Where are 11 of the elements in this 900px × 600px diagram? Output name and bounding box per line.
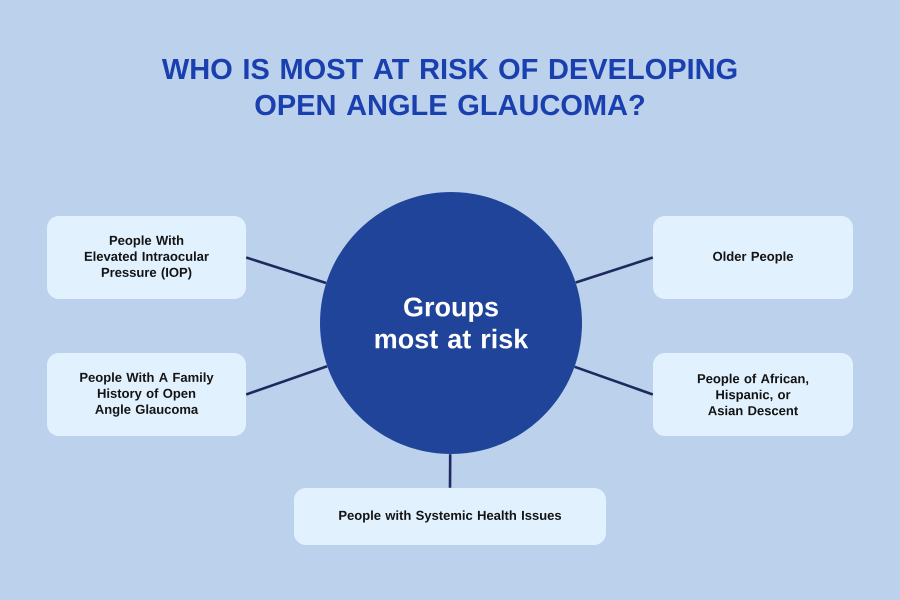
risk-group-box: People With A Family History of Open Angle Glaucoma [47,353,246,436]
connector-line [246,256,326,284]
connector-line [448,454,452,488]
title: WHO IS MOST AT RISK OF DEVELOPING OPEN ANGLE GLAUCOMA? [162,58,736,116]
risk-group-box: Older People [653,216,853,299]
risk-group-box: People of African, Hispanic, or Asian Descent [653,353,853,436]
connector-line [575,256,654,284]
connector-line [574,366,654,396]
risk-group-box: People With Elevated Intraocular Pressure (IOP) [47,216,246,299]
connector-line [246,365,328,396]
risk-group-box: People with Systemic Health Issues [294,488,606,545]
